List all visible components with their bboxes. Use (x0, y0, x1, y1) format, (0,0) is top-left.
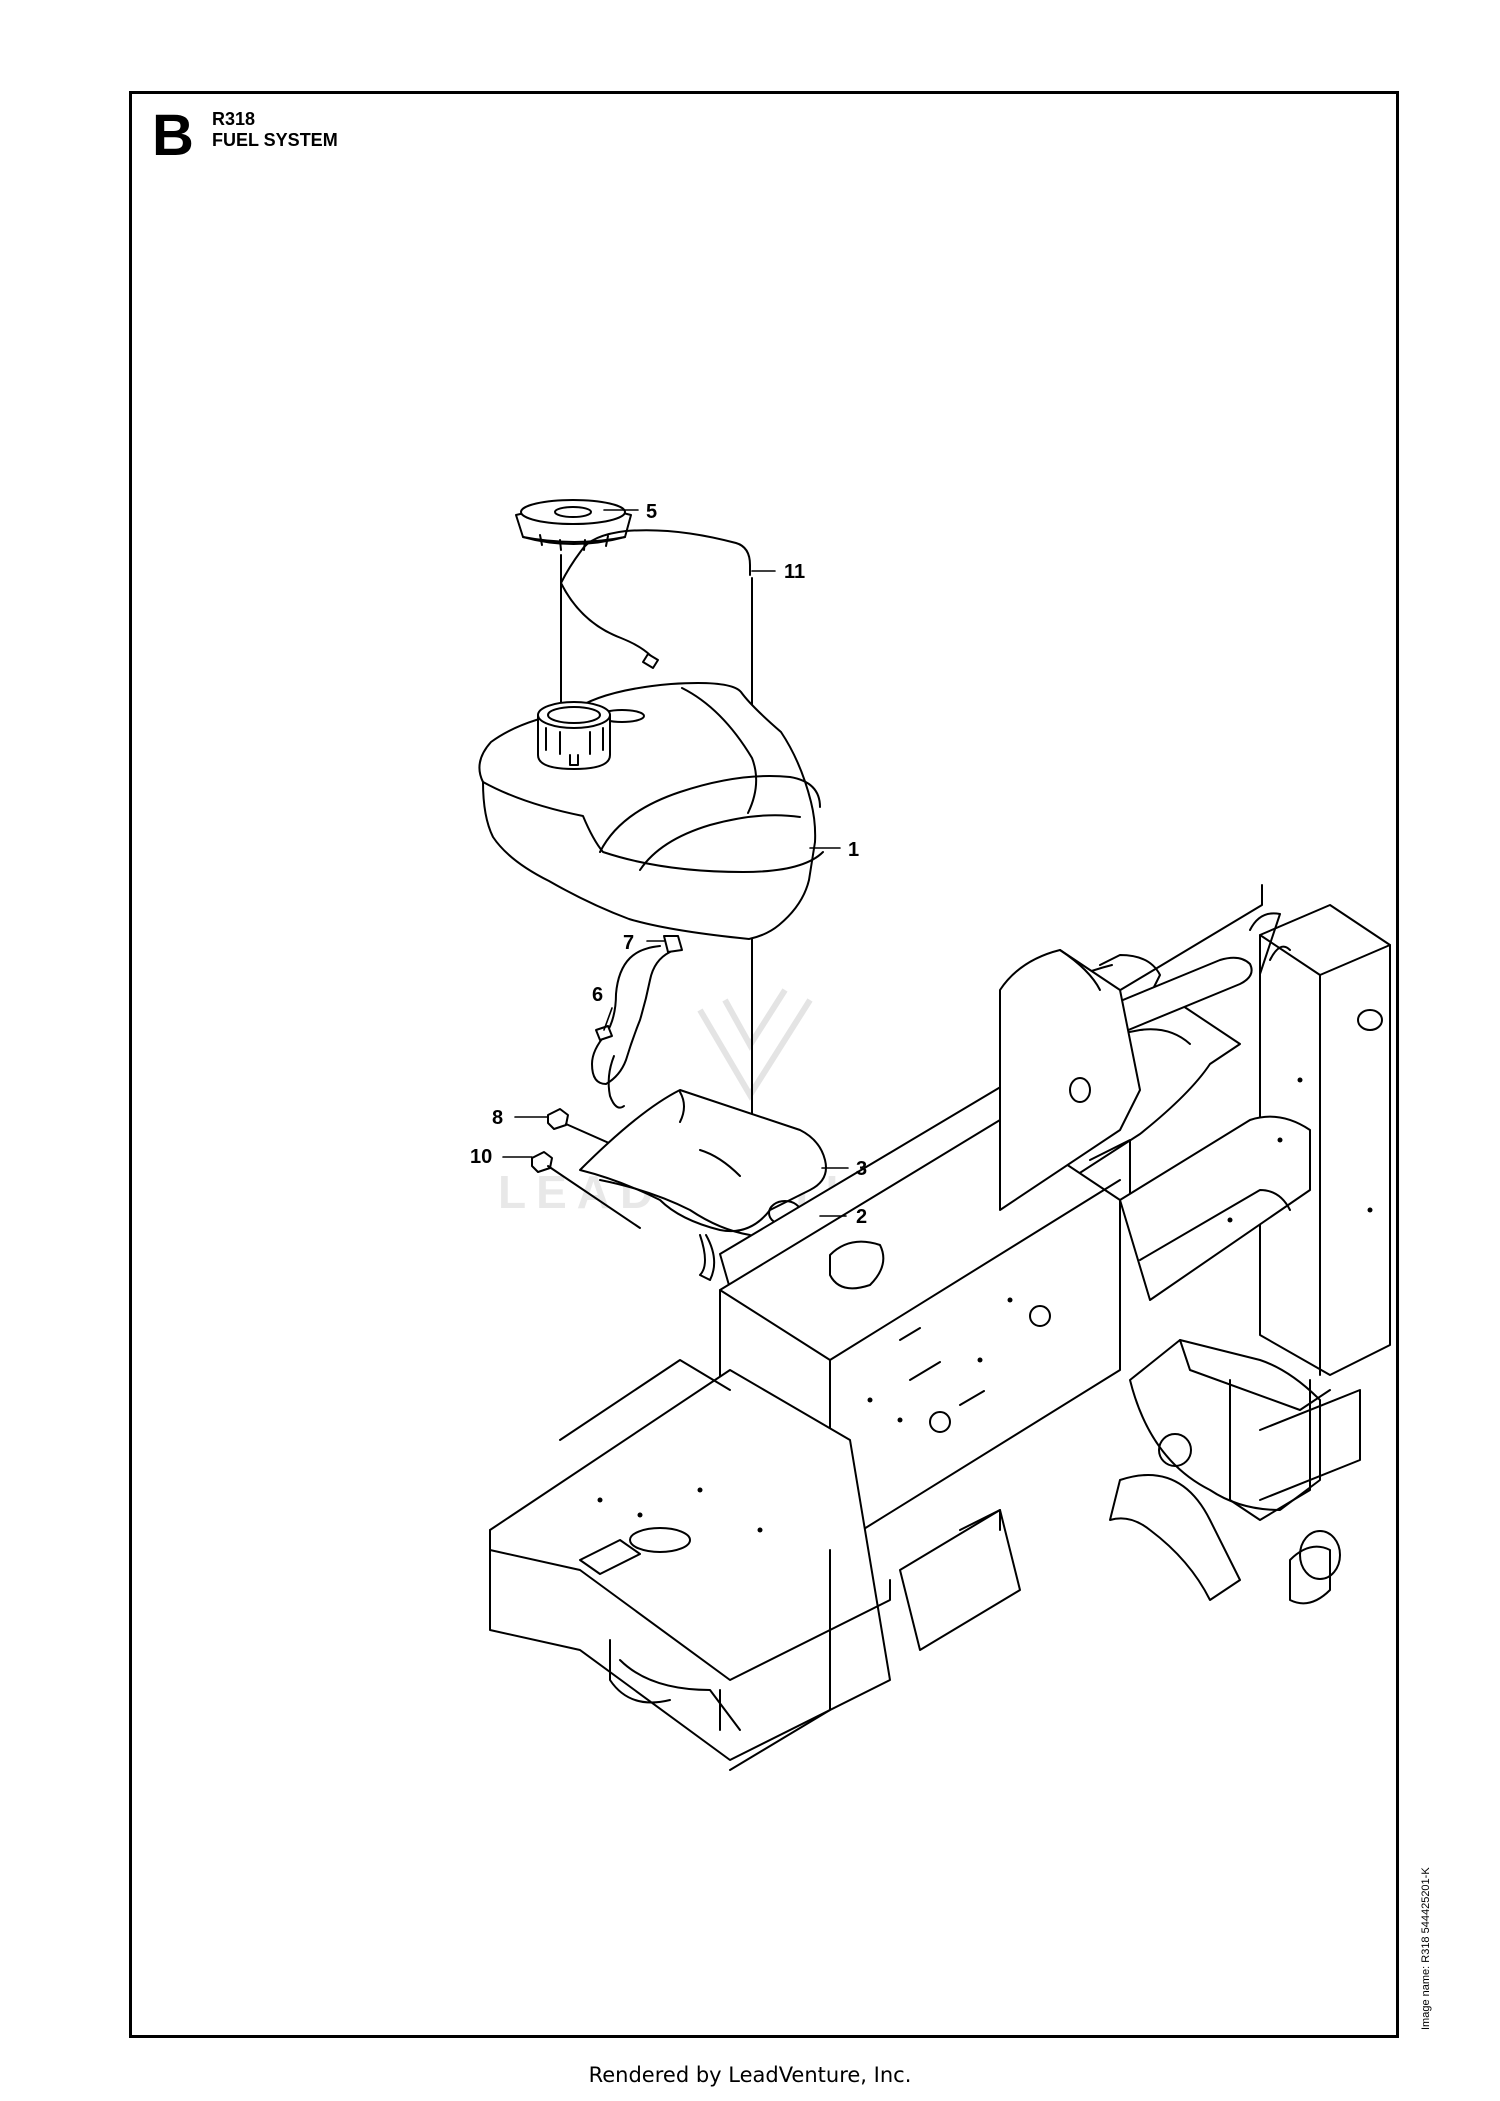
callout-11: 11 (784, 561, 805, 583)
fuel-hose (591, 935, 683, 1109)
callout-7: 7 (623, 932, 634, 954)
callout-leaders (502, 509, 849, 1217)
diagram-title: FUEL SYSTEM (212, 130, 338, 150)
tank-bracket (579, 1089, 827, 1281)
model-number: R318 (212, 109, 256, 129)
fuel-tank (478, 682, 824, 940)
hose-clip (595, 1025, 613, 1041)
bolt-8 (547, 1108, 569, 1130)
bolt-10 (531, 1151, 553, 1173)
diagram-frame (129, 91, 1399, 2038)
callout-5: 5 (646, 501, 657, 523)
image-name-label: Image name: R318 544425201-K (1420, 1867, 1432, 2030)
callout-labels: 5 11 1 7 6 8 10 3 2 (470, 501, 867, 1228)
fuel-gauge-wire (560, 529, 751, 657)
callout-10: 10 (470, 1146, 492, 1168)
footer-credit: Rendered by LeadVenture, Inc. (588, 2063, 912, 2087)
callout-3: 3 (856, 1158, 867, 1180)
callout-8: 8 (492, 1107, 503, 1129)
section-letter: B (152, 103, 194, 168)
callout-2: 2 (856, 1206, 867, 1228)
fuel-cap (515, 499, 632, 551)
callout-1: 1 (848, 839, 859, 861)
chassis-frame (489, 884, 1391, 1771)
hose-clamp (663, 935, 683, 953)
callout-6: 6 (592, 984, 603, 1006)
